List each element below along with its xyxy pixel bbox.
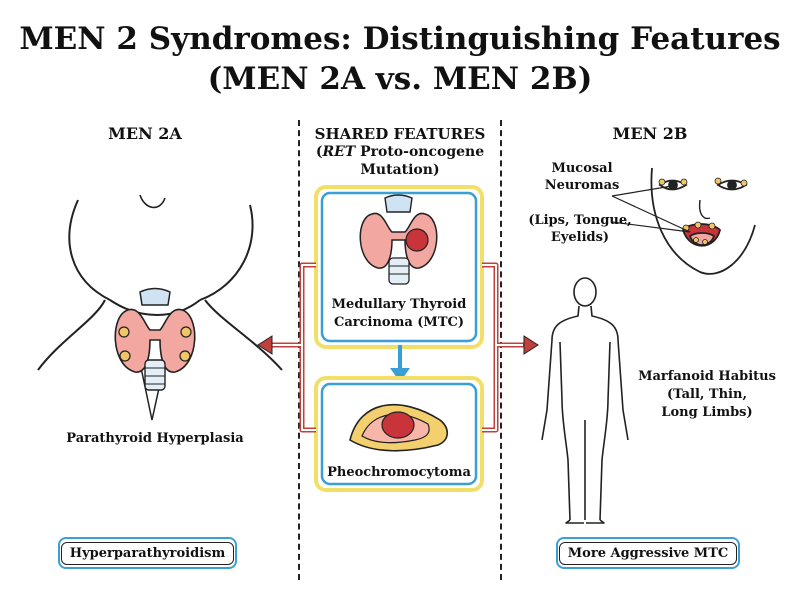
left-arrowhead <box>257 335 273 355</box>
mtc-to-pheo-arrow <box>390 345 410 382</box>
left-bracket-arrow <box>270 262 316 433</box>
hyperparathyroidism-badge: Hyperparathyroidism <box>58 537 237 569</box>
mucosal-label-line-1: Mucosal <box>551 161 613 176</box>
ret-gene: RET <box>322 144 356 160</box>
parathyroid-hyperplasia-label: Parathyroid Hyperplasia <box>66 431 244 446</box>
shared-subtitle-rest: Proto-oncogene <box>355 144 485 160</box>
neuroma-sites-line-2: Eyelids) <box>550 230 610 245</box>
men2b-heading: MEN 2B <box>612 124 688 143</box>
marfanoid-label-line-2: (Tall, Thin, <box>667 387 747 402</box>
adrenal-gland-illustration <box>349 403 449 452</box>
shared-subtitle-line-1: (RET Proto-oncogene <box>300 143 500 161</box>
title-line-1: MEN 2 Syndromes: Distinguishing Features <box>19 21 781 57</box>
mucosal-neuroma-nodules <box>658 177 748 245</box>
right-bracket-arrow <box>482 262 525 433</box>
aggressive-mtc-badge: More Aggressive MTC <box>556 537 740 569</box>
open-paren: ( <box>315 144 323 160</box>
hyperparathyroidism-text: Hyperparathyroidism <box>60 541 235 565</box>
men2a-heading: MEN 2A <box>108 124 182 143</box>
left-bracket-arrow-inner <box>272 264 316 431</box>
marfanoid-body-illustration <box>541 277 629 524</box>
right-bracket-arrow-inner <box>482 264 523 431</box>
divider-right <box>500 120 502 580</box>
pheo-label: Pheochromocytoma <box>327 465 471 480</box>
neuroma-sites-line-1: (Lips, Tongue, <box>528 213 632 228</box>
title-line-2: (MEN 2A vs. MEN 2B) <box>207 61 593 97</box>
marfanoid-label-line-3: Long Limbs) <box>661 405 753 420</box>
aggressive-mtc-text: More Aggressive MTC <box>558 541 738 565</box>
divider-left <box>298 120 300 580</box>
mtc-label-line-2: Carcinoma (MTC) <box>333 315 464 330</box>
shared-heading: SHARED FEATURES <box>314 125 486 143</box>
right-arrowhead <box>523 335 539 355</box>
shared-subtitle-line-2: Mutation) <box>360 162 440 178</box>
mtc-label-line-1: Medullary Thyroid <box>331 297 467 312</box>
mtc-thyroid <box>359 194 438 285</box>
men2a-thyroid <box>114 287 196 391</box>
marfanoid-label-line-1: Marfanoid Habitus <box>638 369 776 384</box>
mucosal-label-line-2: Neuromas <box>544 178 620 193</box>
neuroma-pointer-lines <box>611 185 691 233</box>
